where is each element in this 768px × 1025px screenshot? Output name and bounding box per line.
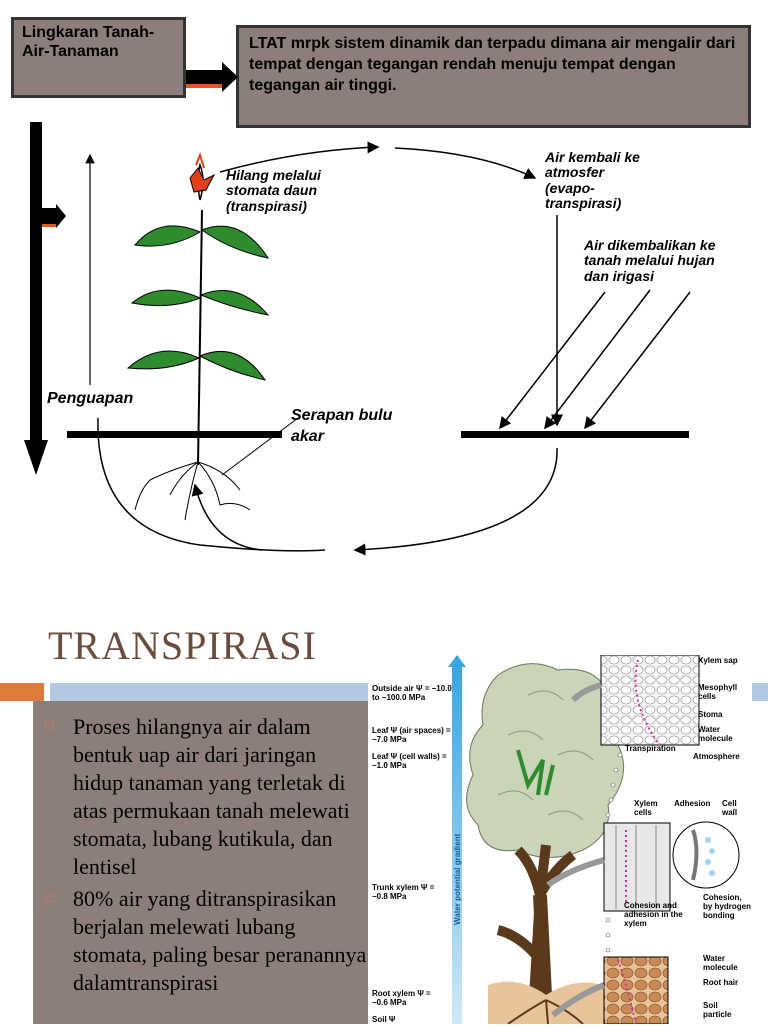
atmosphere-label: Atmosphere <box>693 752 740 761</box>
stoma-label: Stoma <box>698 710 723 719</box>
transpiration-figure <box>448 655 740 1024</box>
gradient-label: Water potential gradient <box>453 833 462 925</box>
mesophyll-label: Mesophyll cells <box>698 683 738 701</box>
bullet-1: □ Proses hilangnya air dalam bentuk uap … <box>45 714 350 879</box>
label-hilang: Hilang melalui stomata daun (transpirasi… <box>226 167 321 214</box>
ltat-label: Lingkaran Tanah-Air-Tanaman <box>22 24 155 61</box>
water-potential-gradient-bar <box>452 665 462 1024</box>
root-hair-label: Root hair <box>703 978 739 987</box>
ltat-definition-box: LTAT mrpk sistem dinamik dan terpadu dim… <box>236 25 751 128</box>
xylem-inset <box>603 822 671 912</box>
gradient-label-holder: Water potential gradient <box>453 834 464 935</box>
label-penguapan: Penguapan <box>47 390 134 407</box>
leaf-cell-walls-label: Leaf Ψ (cell walls) = −1.0 MPa <box>372 752 447 770</box>
label-kembali: Air kembali ke atmosfer (evapo-transpira… <box>545 149 640 212</box>
bullet-2: □ 80% air yang ditranspirasikan berjalan… <box>45 886 367 995</box>
bullet-text-box: □ Proses hilangnya air dalam bentuk uap … <box>33 701 368 1024</box>
water-cycle-diagram <box>24 62 691 556</box>
cohesion-bonding-label: Cohesion, by hydrogen bonding <box>703 893 752 920</box>
plant-illustration <box>126 151 270 521</box>
ltat-label-box: Lingkaran Tanah-Air-Tanaman <box>11 17 186 98</box>
outside-air-label: Outside air Ψ = −10.0 to −100.0 MPa <box>372 684 452 702</box>
soil-particle-label: Soil particle <box>703 1001 732 1019</box>
trunk-xylem-label: Trunk xylem Ψ = −0.8 MPa <box>372 883 435 901</box>
xylem-sap-label: Xylem sap <box>698 656 738 665</box>
left-vertical-arrow <box>24 122 66 475</box>
adhesion-label: Adhesion <box>674 799 711 808</box>
soil-label: Soil Ψ <box>372 1015 396 1024</box>
tree-illustration <box>466 663 625 1024</box>
leaf-inset <box>600 655 700 746</box>
accent-band-blue <box>50 683 368 701</box>
ground-line-left <box>67 431 282 438</box>
ltat-definition: LTAT mrpk sistem dinamik dan terpadu dim… <box>249 35 736 94</box>
label-serapan: Serapan bulu akar <box>291 407 393 445</box>
transpiration-label: Transpiration <box>625 744 676 753</box>
accent-band-blue-right <box>752 683 768 701</box>
arrow-to-definition <box>186 62 238 92</box>
accent-band-orange <box>0 683 44 701</box>
transpiration-arc <box>219 141 380 173</box>
cohesion-circle <box>672 821 740 889</box>
section-title: TRANSPIRASI <box>48 623 317 668</box>
leaf-air-spaces-label: Leaf Ψ (air spaces) = −7.0 MPa <box>372 726 451 744</box>
root-xylem-label: Root xylem Ψ = −0.6 MPa <box>372 989 431 1007</box>
bullet-marker-icon: □ <box>45 891 54 906</box>
bullet-marker-icon: □ <box>45 719 54 734</box>
xylem-cells-label: Xylem cells <box>634 799 658 817</box>
cohesion-adhesion-label: Cohesion and adhesion in the xylem <box>624 901 683 928</box>
water-molecule-label: Water molecule <box>698 725 733 743</box>
label-dikembalikan: Air dikembalikan ke tanah melalui hujan … <box>584 237 716 284</box>
cell-wall-label: Cell wall <box>722 799 738 817</box>
root-inset <box>603 956 669 1024</box>
water-molecule-label-2: Water molecule <box>703 954 738 972</box>
ground-line-right <box>461 431 689 438</box>
atmosphere-arc <box>394 147 537 179</box>
